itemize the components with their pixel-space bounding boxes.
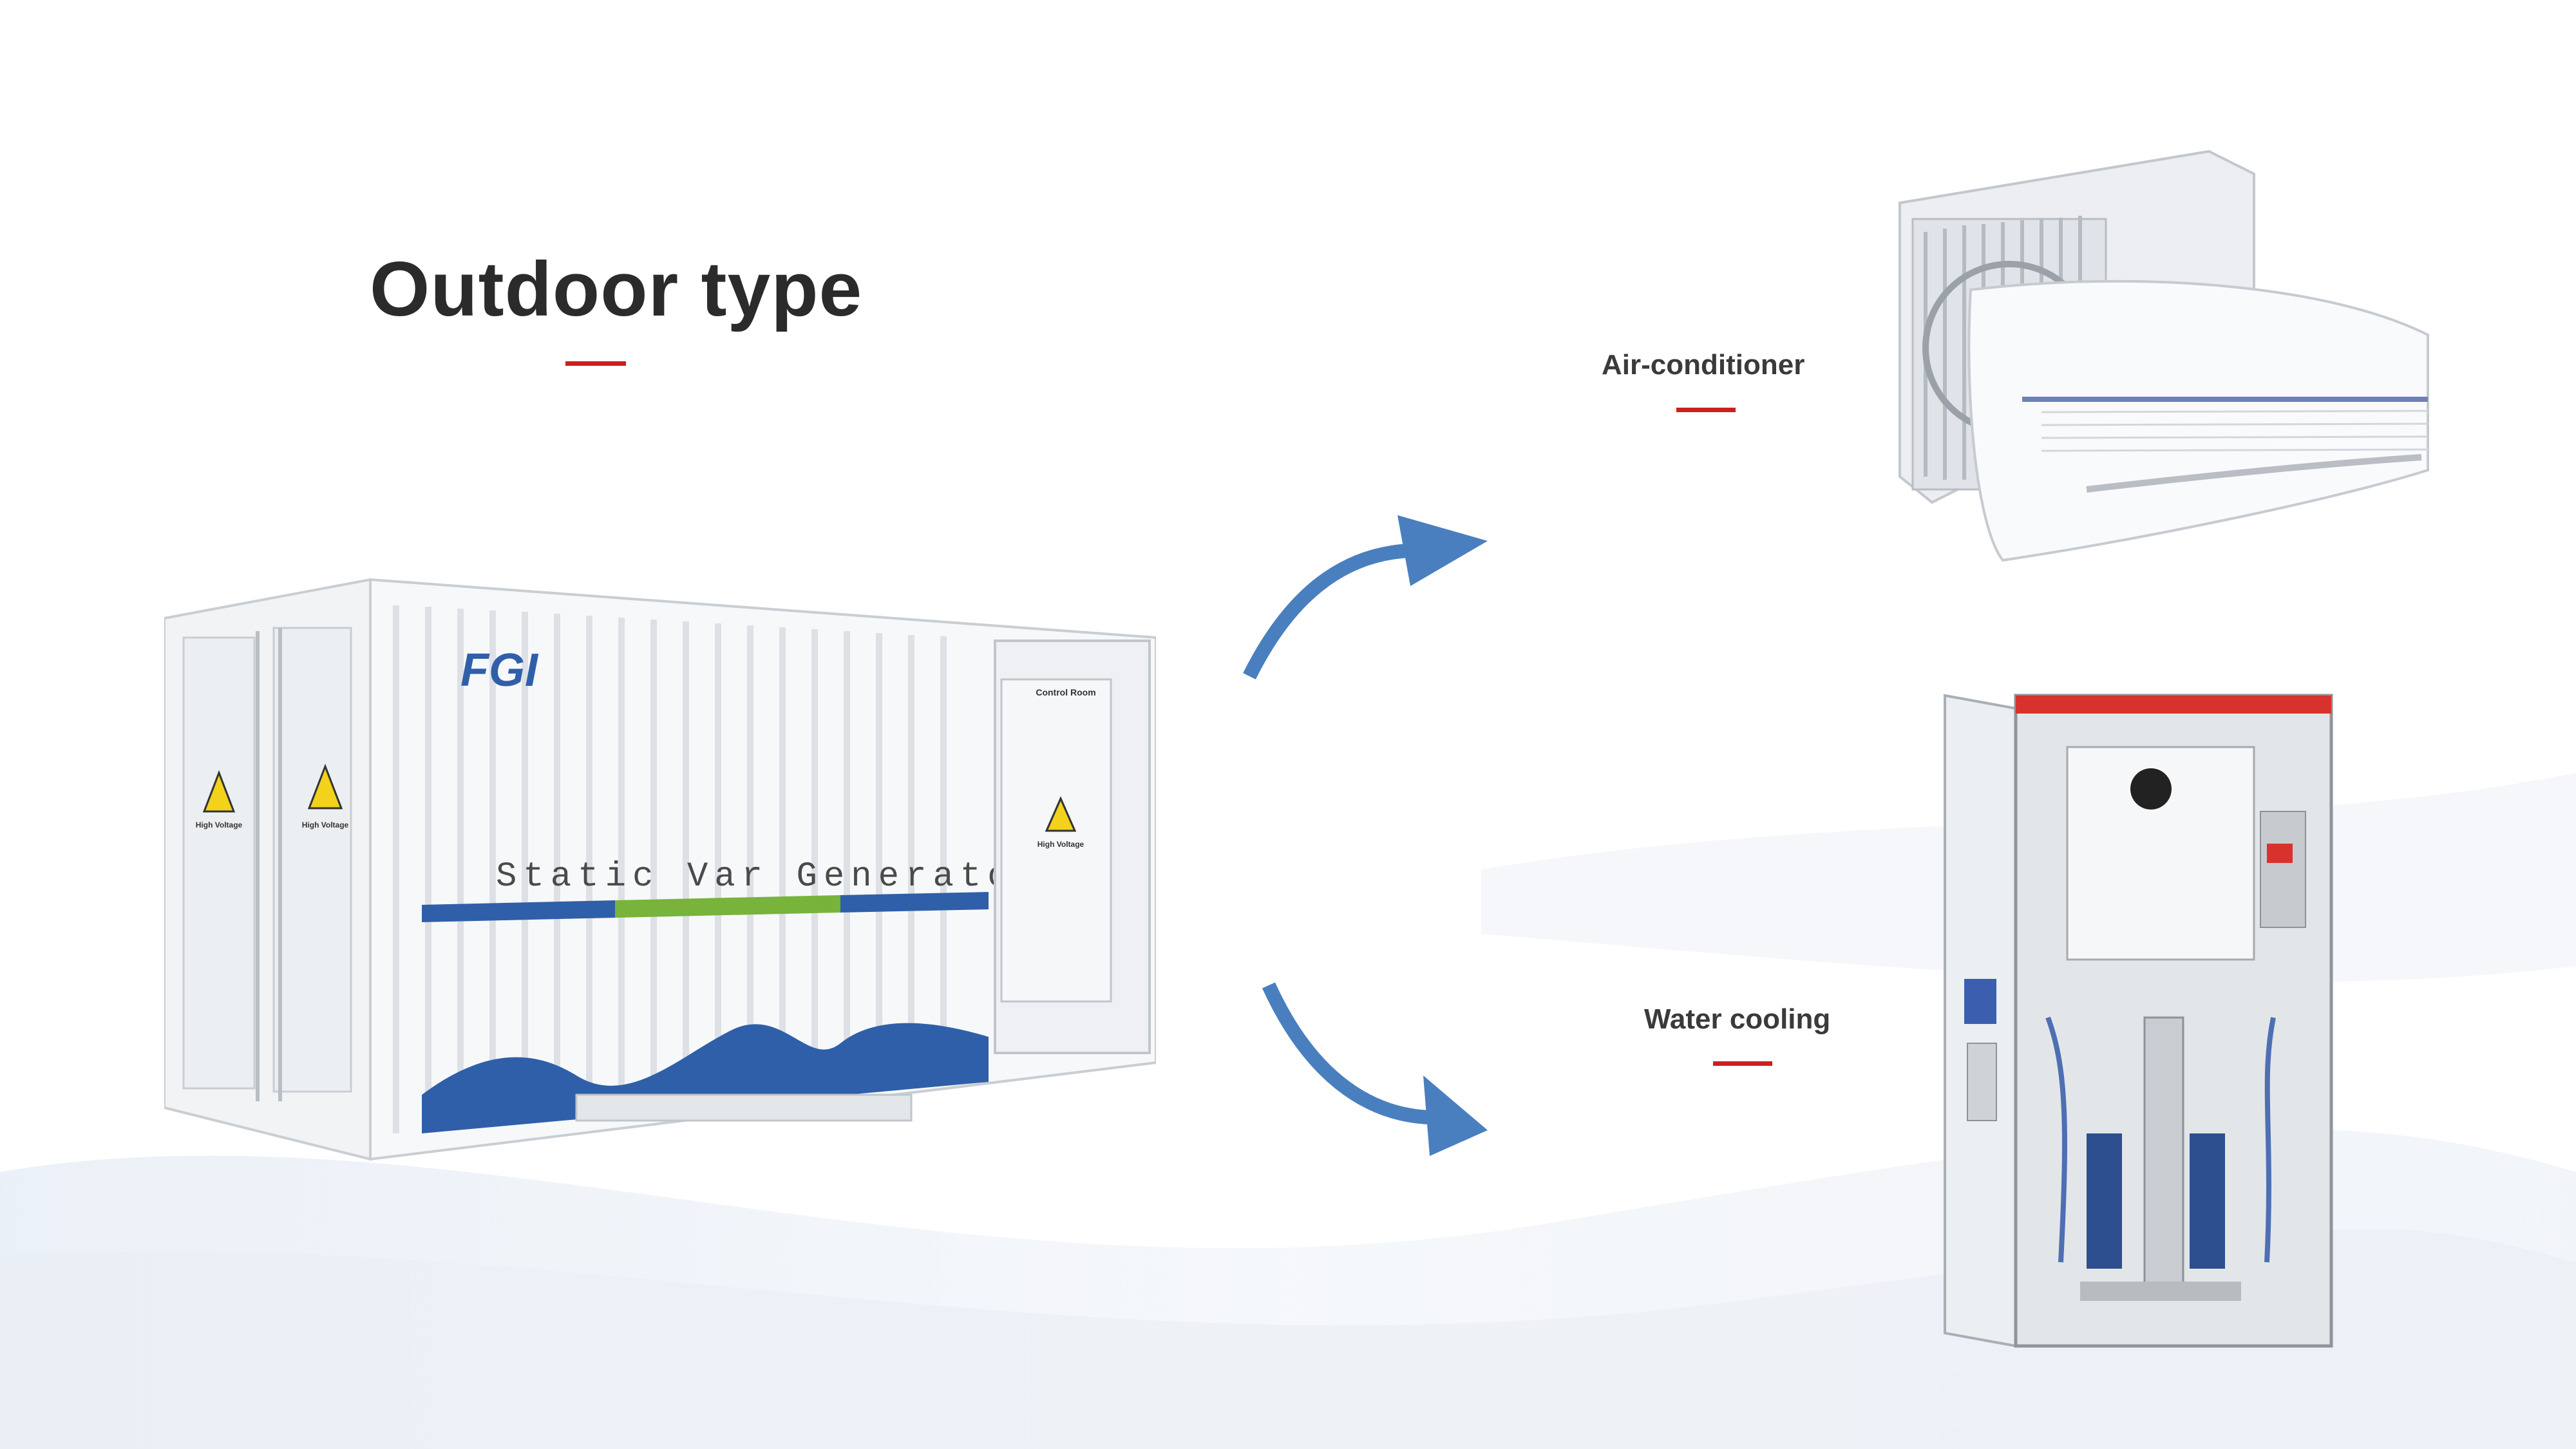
title-underline bbox=[565, 361, 626, 366]
warning-text: High Voltage bbox=[1037, 840, 1084, 849]
svg-container-image: High Voltage High Voltage FGI Static Var… bbox=[164, 578, 1156, 1161]
warning-text: High Voltage bbox=[196, 820, 243, 829]
warning-icon bbox=[202, 770, 236, 813]
warning-icon bbox=[307, 763, 343, 810]
door-label: Control Room bbox=[1036, 687, 1095, 697]
arrow-down-icon bbox=[1262, 982, 1488, 1156]
warning-icon bbox=[1045, 796, 1077, 832]
container-banner-text: Static Var Generator bbox=[496, 857, 1042, 896]
page-title: Outdoor type bbox=[370, 246, 863, 332]
arrow-up-icon bbox=[1243, 515, 1488, 679]
air-conditioner-underline bbox=[1676, 408, 1736, 412]
air-conditioner-label: Air-conditioner bbox=[1602, 349, 1805, 381]
fgi-logo: FGI bbox=[460, 645, 539, 696]
air-conditioner-image bbox=[1899, 149, 2429, 562]
warning-text: High Voltage bbox=[302, 820, 349, 829]
water-cooling-underline bbox=[1713, 1061, 1772, 1066]
water-cooling-label: Water cooling bbox=[1644, 1003, 1831, 1035]
water-cooling-cabinet-image bbox=[1944, 694, 2333, 1348]
